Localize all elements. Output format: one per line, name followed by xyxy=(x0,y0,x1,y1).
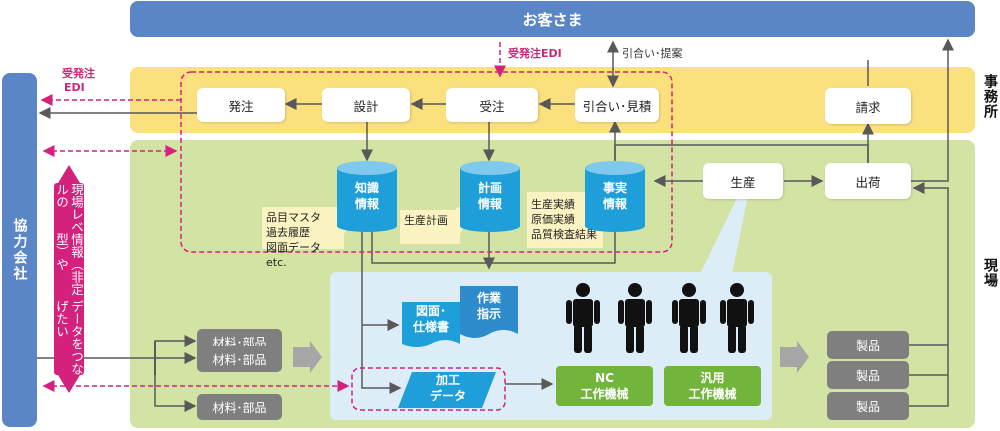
doc-line: 加工 xyxy=(435,373,460,387)
note-line: 過去履歴 xyxy=(266,226,310,239)
note-line: 原価実績 xyxy=(531,213,575,226)
partner-band: 協力会社 xyxy=(2,73,37,427)
note-line: 品目マスタ xyxy=(266,211,321,224)
customer-band: お客さま xyxy=(130,1,975,37)
order-in-box[interactable]: 受注 xyxy=(446,88,538,122)
note-line: 品質検査結果 xyxy=(531,228,597,241)
callout-line: 情報（非定型）や xyxy=(54,233,84,296)
order-out-box[interactable]: 発注 xyxy=(197,88,285,122)
worker-icon xyxy=(618,283,652,353)
callout-line: 現場レベルの xyxy=(54,183,84,233)
db-label-line: 情報 xyxy=(477,197,502,211)
worker-icons xyxy=(566,283,754,353)
instruction-doc: 作業 指示 xyxy=(460,290,518,322)
note-line: 生産計画 xyxy=(404,214,448,227)
material-box[interactable]: 材料･部品 xyxy=(197,394,282,420)
edi-customer-label: 受発注EDI xyxy=(508,47,562,60)
doc-line: 指示 xyxy=(476,307,501,321)
design-box[interactable]: 設計 xyxy=(322,88,410,122)
callout-tail xyxy=(700,196,748,274)
plan-note: 生産計画 xyxy=(400,210,460,244)
machining-data-shape xyxy=(398,372,496,408)
shipping-box[interactable]: 出荷 xyxy=(825,163,911,199)
connect-info-callout: 現場レベルの 情報（非定型）や データをつなげたい xyxy=(54,183,84,375)
material-box[interactable]: 材料･部品 xyxy=(197,346,282,372)
doc-line: 作業 xyxy=(476,291,501,305)
db-label-line: 計画 xyxy=(477,181,502,195)
inquiry-box[interactable]: 引合い･見積 xyxy=(575,88,659,122)
nc-machine-box[interactable]: NC 工作機械 xyxy=(556,366,653,406)
billing-box[interactable]: 請求 xyxy=(825,88,911,124)
fact-db-label: 事実 情報 xyxy=(585,180,645,212)
edi-partner-label-line1: 受発注 xyxy=(62,67,95,80)
callout-line: データをつなげたい xyxy=(54,299,84,375)
edi-partner-label: 受発注 EDI xyxy=(62,67,95,95)
doc-line: 仕様書 xyxy=(412,320,449,334)
note-line: etc. xyxy=(266,256,287,269)
machine-line: NC xyxy=(595,371,614,385)
db-label-line: 事実 xyxy=(602,181,627,195)
callout-arrows xyxy=(58,165,80,393)
document-shapes xyxy=(402,286,518,347)
worker-icon xyxy=(720,283,754,353)
machining-data: 加工 データ xyxy=(408,372,488,404)
drawing-doc: 図面･ 仕様書 xyxy=(402,303,460,335)
doc-line: 図面･ xyxy=(415,304,446,318)
field-side-label: 現場 xyxy=(982,258,998,288)
plan-db-label: 計画 情報 xyxy=(460,180,520,212)
doc-line: データ xyxy=(429,389,466,403)
knowledge-db-label: 知識 情報 xyxy=(337,180,397,212)
machine-line: 工作機械 xyxy=(688,387,737,401)
product-box[interactable]: 製品 xyxy=(827,392,909,420)
db-label-line: 知識 xyxy=(354,181,379,195)
inquiry-proposal-label: 引合い･提案 xyxy=(622,47,683,60)
machine-line: 汎用 xyxy=(700,371,725,385)
knowledge-note: 品目マスタ 過去履歴 図面データ etc. xyxy=(262,207,344,269)
db-label-line: 情報 xyxy=(602,197,627,211)
production-box[interactable]: 生産 xyxy=(703,163,783,199)
worker-icon xyxy=(672,283,706,353)
note-line: 図面データ xyxy=(266,241,321,254)
note-line: 生産実績 xyxy=(531,198,575,211)
db-label-line: 情報 xyxy=(354,197,379,211)
product-box[interactable]: 製品 xyxy=(827,331,909,359)
office-side-label: 事務所 xyxy=(982,74,998,119)
machine-line: 工作機械 xyxy=(580,387,629,401)
worker-icon xyxy=(566,283,600,353)
general-machine-box[interactable]: 汎用 工作機械 xyxy=(664,366,761,406)
edi-partner-label-line2: EDI xyxy=(64,81,85,94)
product-box[interactable]: 製品 xyxy=(827,361,909,389)
